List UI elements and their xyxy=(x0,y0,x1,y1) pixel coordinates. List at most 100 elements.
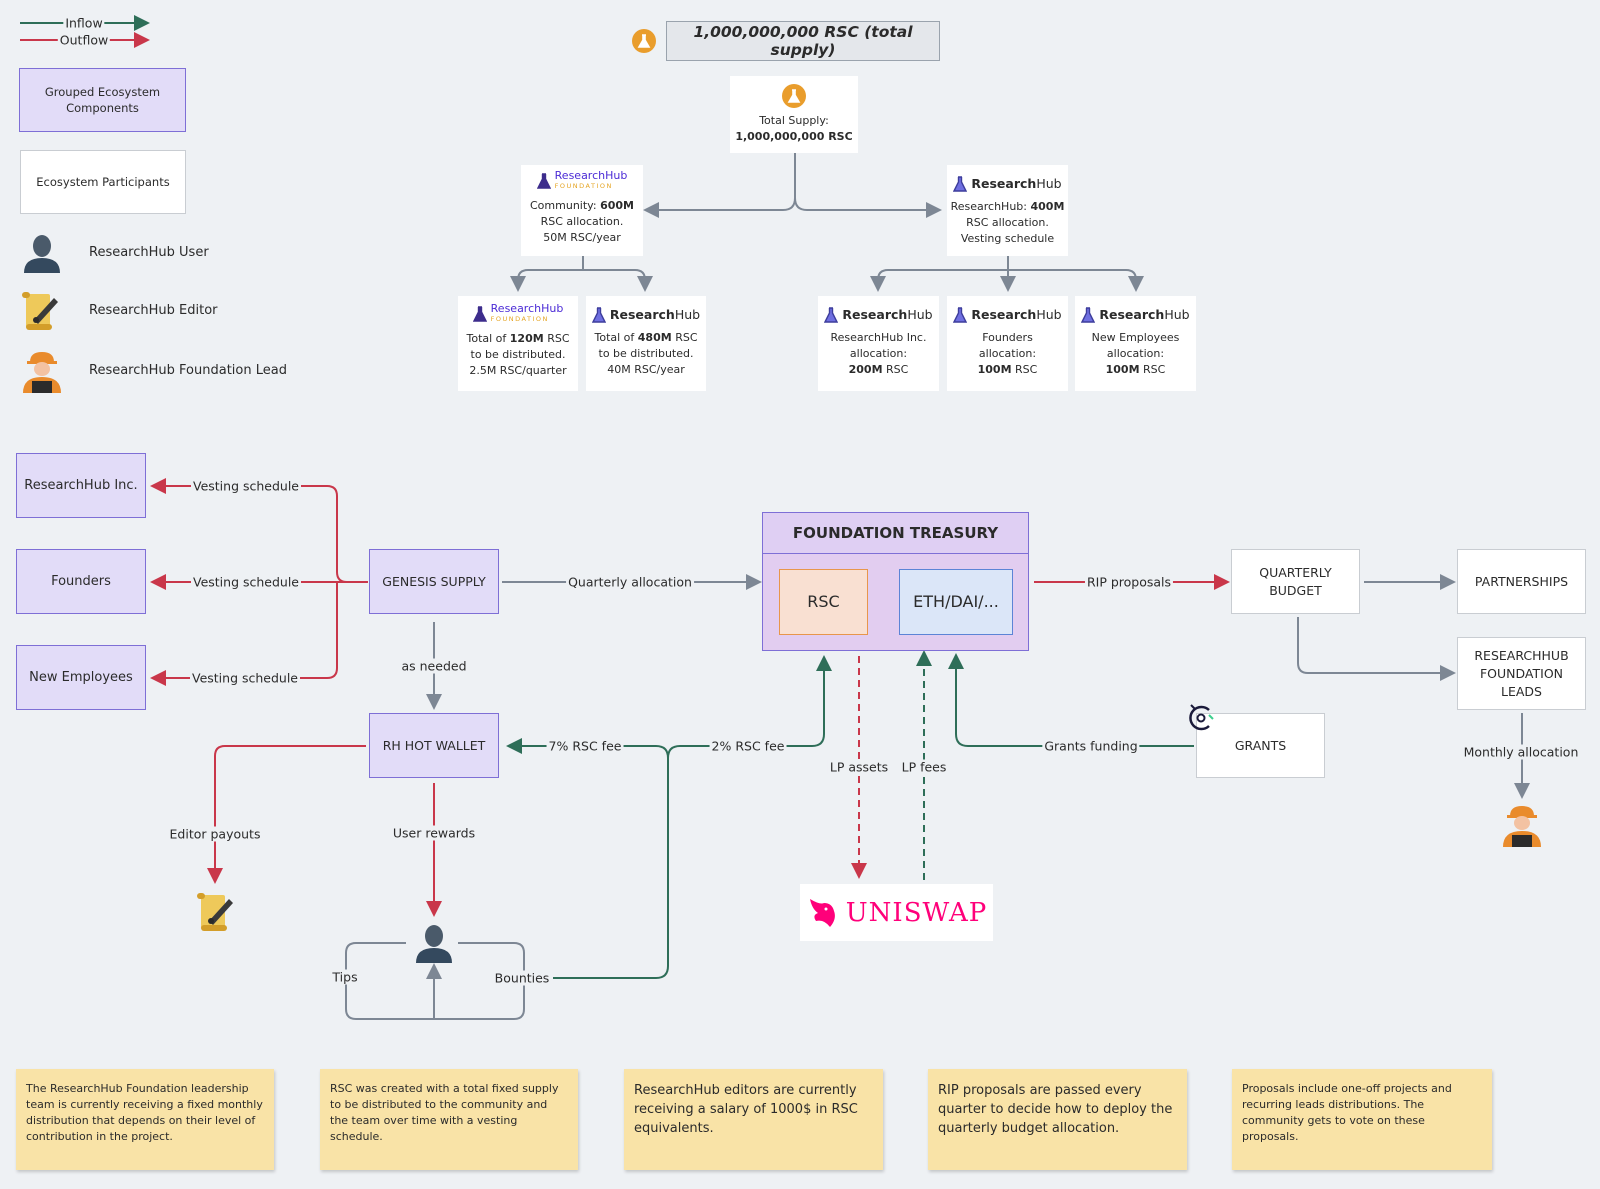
sticky-note: ResearchHub editors are currently receiv… xyxy=(624,1069,883,1170)
founders-allocation-card: ResearchHub Founders allocation: 100M RS… xyxy=(947,296,1068,391)
researchhub-inc-node: ResearchHub Inc. xyxy=(16,453,146,518)
inc-amount: 200M xyxy=(848,363,883,376)
fee-7-label: 7% RSC fee xyxy=(546,738,624,754)
bounties-label: Bounties xyxy=(492,970,552,986)
treasury-title: FOUNDATION TREASURY xyxy=(763,513,1028,554)
foundation-brand-name: ResearchHub xyxy=(490,302,564,315)
foundation-brand-name: ResearchHub xyxy=(554,169,628,182)
rh400-line2: RSC allocation. xyxy=(966,216,1049,229)
rh480-line2: to be distributed. xyxy=(598,347,694,360)
sticky-note: RSC was created with a total fixed suppl… xyxy=(320,1069,578,1170)
newemp-amount: 100M xyxy=(1105,363,1140,376)
sticky-note: Proposals include one-off projects and r… xyxy=(1232,1069,1492,1170)
legend-outflow-label: Outflow xyxy=(57,32,111,48)
researchhub-480m-card: ResearchHub Total of 480M RSC to be dist… xyxy=(586,296,706,391)
legend-participants-box: Ecosystem Participants xyxy=(20,150,186,214)
as-needed-label: as needed xyxy=(399,658,469,674)
community-line1: Community: xyxy=(530,199,601,212)
monthly-allocation-label: Monthly allocation xyxy=(1461,744,1581,760)
brand-hub: Hub xyxy=(907,307,933,322)
legend-editor-label: ResearchHub Editor xyxy=(89,303,218,318)
rh400-line1: ResearchHub: xyxy=(950,200,1031,213)
founders-node: Founders xyxy=(16,549,146,614)
gitcoin-icon xyxy=(1189,704,1214,731)
legend-lead-label: ResearchHub Foundation Lead xyxy=(89,363,287,378)
foundation-lead-icon xyxy=(23,352,61,393)
uniswap-wordmark: UNISWAP xyxy=(845,897,988,928)
grants-node: GRANTS xyxy=(1196,713,1325,778)
researchhub-flask-icon xyxy=(953,307,968,323)
founders-amount: 100M xyxy=(977,363,1012,376)
researchhub-flask-icon xyxy=(472,306,487,322)
uniswap-unicorn-icon xyxy=(809,898,835,927)
foundation-lead-icon xyxy=(1503,806,1541,847)
rsc-coin-icon xyxy=(632,29,656,53)
tips-label: Tips xyxy=(330,969,360,985)
newemp-line2: allocation: xyxy=(1106,347,1165,360)
foundation-brand-tag: FOUNDATION xyxy=(554,182,613,190)
community-line3: 50M RSC/year xyxy=(543,231,621,244)
editor-icon xyxy=(197,893,233,931)
rh480-amount: 480M xyxy=(637,331,672,344)
inc-allocation-card: ResearchHub ResearchHub Inc. allocation:… xyxy=(818,296,939,391)
brand-hub: Hub xyxy=(1036,307,1062,322)
sticky-note: The ResearchHub Foundation leadership te… xyxy=(16,1069,274,1170)
f120-line1a: Total of xyxy=(466,332,510,345)
rip-proposals-label: RIP proposals xyxy=(1084,574,1174,590)
f120-line3: 2.5M RSC/quarter xyxy=(469,364,567,377)
legend-inflow-label: Inflow xyxy=(63,15,105,31)
community-amount: 600M xyxy=(600,199,634,212)
researchhub-flask-icon xyxy=(824,307,839,323)
foundation-treasury: FOUNDATION TREASURY RSC ETH/DAI/... xyxy=(762,512,1029,651)
lp-assets-label: LP assets xyxy=(827,759,891,775)
total-supply-header: 1,000,000,000 RSC (total supply) xyxy=(666,21,940,61)
inc-line3: RSC xyxy=(882,363,909,376)
vesting-label-employees: Vesting schedule xyxy=(189,670,301,686)
newemp-allocation-card: ResearchHub New Employees allocation: 10… xyxy=(1075,296,1196,391)
legend-grouped-box: Grouped Ecosystem Components xyxy=(19,68,186,132)
lp-fees-label: LP fees xyxy=(899,759,949,775)
brand-research: Research xyxy=(609,307,675,322)
total-supply-line2: 1,000,000,000 RSC xyxy=(735,130,853,143)
brand-research: Research xyxy=(1099,307,1165,322)
total-supply-line1: Total Supply: xyxy=(759,114,829,127)
user-icon xyxy=(416,925,452,963)
editor-icon xyxy=(22,292,58,330)
rh480-line1a: Total of xyxy=(594,331,638,344)
brand-hub: Hub xyxy=(1036,176,1062,191)
founders-line1: Founders xyxy=(982,331,1033,344)
treasury-eth-box: ETH/DAI/... xyxy=(899,569,1013,635)
vesting-label-inc: Vesting schedule xyxy=(190,478,302,494)
uniswap-node: UNISWAP xyxy=(800,884,993,941)
rsc-coin-icon xyxy=(782,84,806,108)
genesis-supply-node: GENESIS SUPPLY xyxy=(369,549,499,614)
researchhub-flask-icon xyxy=(591,307,606,323)
newemp-line3: RSC xyxy=(1139,363,1166,376)
quarterly-budget-node: QUARTERLY BUDGET xyxy=(1231,549,1360,614)
f120-line2: to be distributed. xyxy=(470,348,566,361)
brand-research: Research xyxy=(842,307,908,322)
user-icon xyxy=(24,235,60,273)
legend-user-label: ResearchHub User xyxy=(89,245,209,260)
inc-line2: allocation: xyxy=(849,347,908,360)
founders-line2: allocation: xyxy=(978,347,1037,360)
researchhub-flask-icon xyxy=(1081,307,1096,323)
researchhub-flask-icon xyxy=(536,173,551,189)
new-employees-node: New Employees xyxy=(16,645,146,710)
brand-hub: Hub xyxy=(1164,307,1190,322)
rh480-line1b: RSC xyxy=(671,331,698,344)
total-supply-card: Total Supply: 1,000,000,000 RSC xyxy=(730,76,858,153)
rh480-line3: 40M RSC/year xyxy=(607,363,685,376)
grants-funding-label: Grants funding xyxy=(1042,738,1140,754)
newemp-line1: New Employees xyxy=(1091,331,1180,344)
brand-hub: Hub xyxy=(674,307,701,322)
inc-line1: ResearchHub Inc. xyxy=(830,331,927,344)
editor-payouts-label: Editor payouts xyxy=(167,826,263,842)
sticky-note: RIP proposals are passed every quarter t… xyxy=(928,1069,1187,1170)
foundation-leads-node: RESEARCHHUB FOUNDATION LEADS xyxy=(1457,637,1586,710)
brand-research: Research xyxy=(971,176,1037,191)
partnerships-node: PARTNERSHIPS xyxy=(1457,549,1586,614)
quarterly-allocation-label: Quarterly allocation xyxy=(566,574,694,590)
user-rewards-label: User rewards xyxy=(390,825,478,841)
